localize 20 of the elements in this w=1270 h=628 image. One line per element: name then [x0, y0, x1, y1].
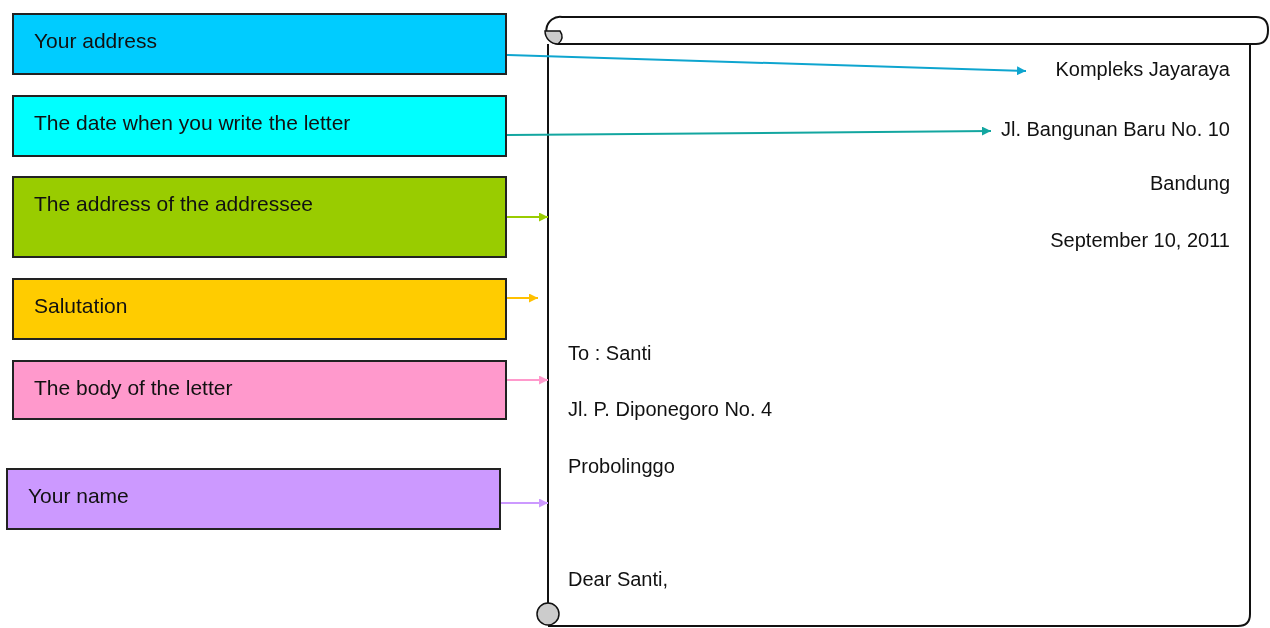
callout-box: Salutation: [12, 278, 507, 340]
arrow: [506, 54, 1027, 76]
letter-line: Jl. Bangunan Baru No. 10: [995, 118, 1230, 144]
callout-box: Your name: [6, 468, 501, 530]
letter-line: Probolinggo: [568, 455, 675, 478]
letter-line: To : Santi: [568, 342, 652, 365]
letter-line: Jl. P. Diponegoro No. 4: [568, 398, 773, 421]
arrow: [500, 498, 549, 508]
callout-box: The body of the letter: [12, 360, 507, 420]
callout-box: The address of the addressee: [12, 176, 507, 258]
callout-box: Your address: [12, 13, 507, 75]
arrow: [506, 375, 549, 385]
arrow: [506, 293, 539, 303]
arrow: [506, 126, 992, 136]
letter-line: September 10, 2011: [1050, 229, 1230, 252]
letter-line: Dear Santi,: [568, 568, 669, 591]
arrow: [506, 212, 549, 222]
letter-line: Bandung: [1149, 172, 1230, 195]
callout-box: The date when you write the letter: [12, 95, 507, 157]
letter-line: Kompleks Jayaraya: [1030, 58, 1230, 84]
